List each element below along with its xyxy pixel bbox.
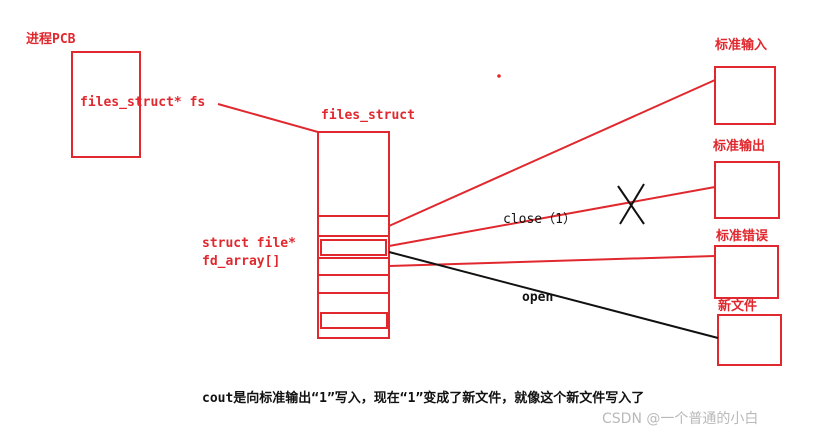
new-file-label: 新文件 [718, 299, 758, 314]
stderr-box [714, 245, 779, 299]
files-struct-title: files_struct [321, 108, 415, 123]
stdout-label: 标准输出 [713, 139, 766, 154]
stdin-label: 标准输入 [715, 38, 768, 53]
fd1-to-new-file-line [388, 251, 719, 339]
watermark: CSDN @一个普通的小白 [602, 411, 759, 427]
stderr-label: 标准错误 [716, 229, 769, 244]
open-call-label: open [522, 290, 554, 305]
fd-array-label-line2: fd_array[] [202, 254, 281, 269]
process-pcb-label: 进程PCB [26, 32, 76, 47]
fs-pointer-line [217, 103, 319, 133]
fd-slot-1 [320, 239, 387, 256]
close-call-label: close（1） [503, 212, 576, 227]
fd1-to-stdout-line [388, 186, 716, 247]
stdout-box [714, 161, 780, 219]
fd-array-label-line1: struct file* [202, 236, 296, 251]
caption: cout是向标准输出“1”写入，现在“1”变成了新文件，就像这个新文件写入了 [202, 391, 645, 406]
new-file-box [717, 314, 782, 366]
fd2-to-stderr-line [388, 255, 716, 267]
x-mark-icon [617, 183, 645, 225]
fd-slot-4 [320, 312, 388, 329]
pcb-field-label: files_struct* fs [80, 95, 206, 110]
stray-dot [497, 74, 501, 78]
stdin-box [714, 66, 776, 125]
pcb-box [71, 51, 141, 158]
fd0-to-stdin-line [388, 79, 716, 227]
